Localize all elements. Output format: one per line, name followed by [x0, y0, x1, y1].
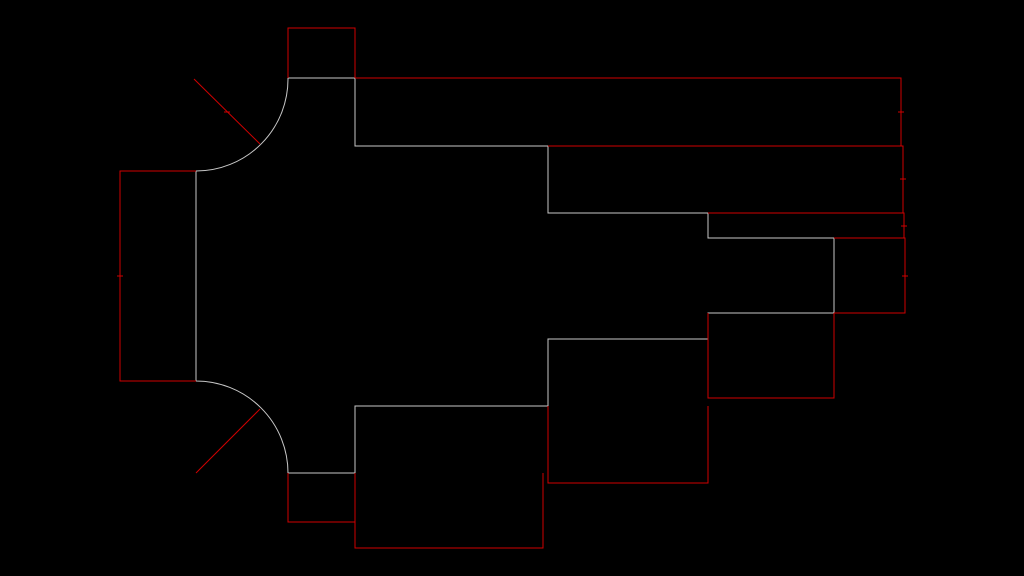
- dimension-lower-arc-radius: [195, 408, 261, 474]
- dimension-right-second-step: [548, 145, 904, 213]
- dimension-right-third-step: [708, 212, 905, 238]
- dimension-right-top-step: [355, 77, 902, 146]
- dimension-tick-markers: [117, 27, 908, 549]
- part-profile: [195, 77, 835, 474]
- part-outline: [195, 77, 835, 474]
- dimension-bottom-step-708-834: [707, 313, 835, 399]
- dimension-bottom-tab-width: [287, 473, 355, 523]
- dimension-bottom-step-548-708: [547, 406, 709, 484]
- dimension-bottom-step-355-543: [354, 473, 544, 549]
- dimension-left-height: [119, 170, 196, 382]
- dimension-top-tab-width: [287, 27, 356, 78]
- dimension-right-fourth-step: [834, 237, 906, 314]
- dimension-annotations: [117, 27, 908, 549]
